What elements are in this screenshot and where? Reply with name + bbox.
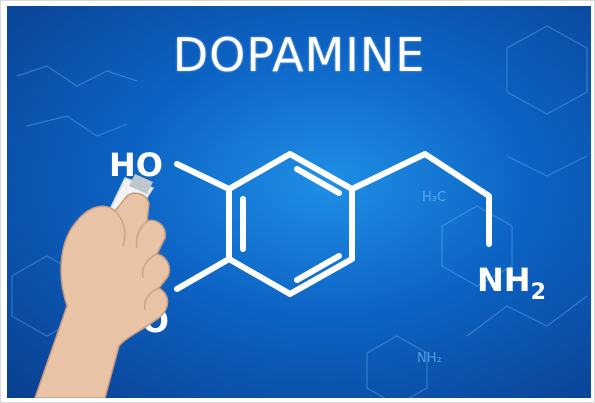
image-title: DOPAMINE (172, 28, 426, 82)
bond-ho-top (174, 161, 232, 192)
dopamine-structure (174, 151, 492, 297)
label-amine-main: NH (477, 261, 531, 299)
bg-label-amine: NH₂ (417, 351, 442, 366)
label-amine-subscript: 2 (530, 280, 546, 305)
ethyl-chain (349, 151, 492, 247)
label-amine: NH2 (477, 261, 546, 305)
ring-double-bond (294, 166, 342, 196)
hand-with-marker (34, 174, 171, 398)
ring-double-bond (294, 253, 342, 283)
dopamine-photo: H₃C NH₂ DOPAMINE HO HO NH2 (7, 6, 591, 398)
bond-ho-bottom (174, 256, 232, 292)
bg-label-methyl: H₃C (422, 190, 446, 205)
